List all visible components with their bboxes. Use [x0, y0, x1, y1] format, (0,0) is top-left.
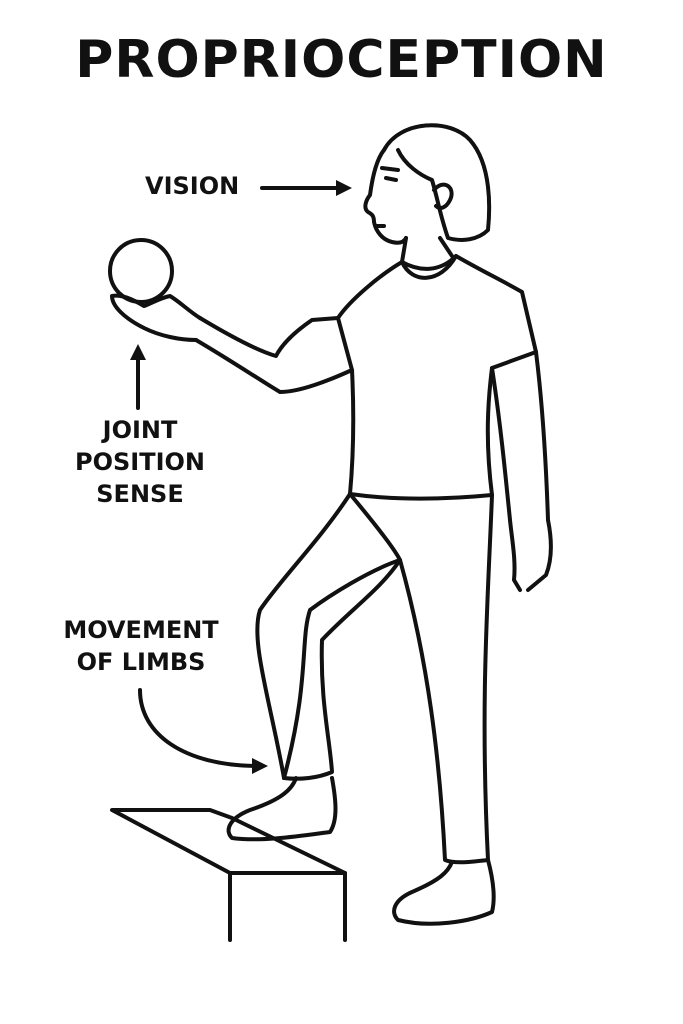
label-vision: VISION [145, 172, 240, 200]
hand [110, 293, 202, 342]
eyebrow [380, 166, 400, 172]
ear [432, 182, 454, 210]
label-joint-line-3: SENSE [96, 480, 184, 508]
label-movement-line-1: MOVEMENT [63, 616, 219, 644]
hanging-arm [490, 366, 522, 592]
pants [282, 492, 402, 781]
standing-shoe [392, 858, 496, 926]
label-joint-line-1: JOINT [102, 416, 178, 444]
person-figure [110, 123, 553, 926]
raised-shoe [226, 776, 338, 842]
vision-arrow [260, 180, 352, 196]
label-joint-line-2: POSITION [75, 448, 205, 476]
label-joint-position-sense: JOINT POSITION SENSE [60, 414, 220, 510]
movement-arrow [138, 688, 268, 774]
label-movement-line-2: OF LIMBS [76, 648, 206, 676]
step-box [110, 808, 347, 942]
neck [400, 236, 408, 264]
shirt [336, 254, 538, 501]
raised-arm [198, 316, 340, 358]
hair [382, 123, 492, 242]
face [363, 148, 408, 245]
joint-arrow [130, 344, 146, 410]
label-movement-of-limbs: MOVEMENT OF LIMBS [55, 614, 227, 678]
ball [108, 238, 174, 304]
eye [384, 176, 398, 182]
diagram-title: PROPRIOCEPTION [75, 30, 608, 90]
